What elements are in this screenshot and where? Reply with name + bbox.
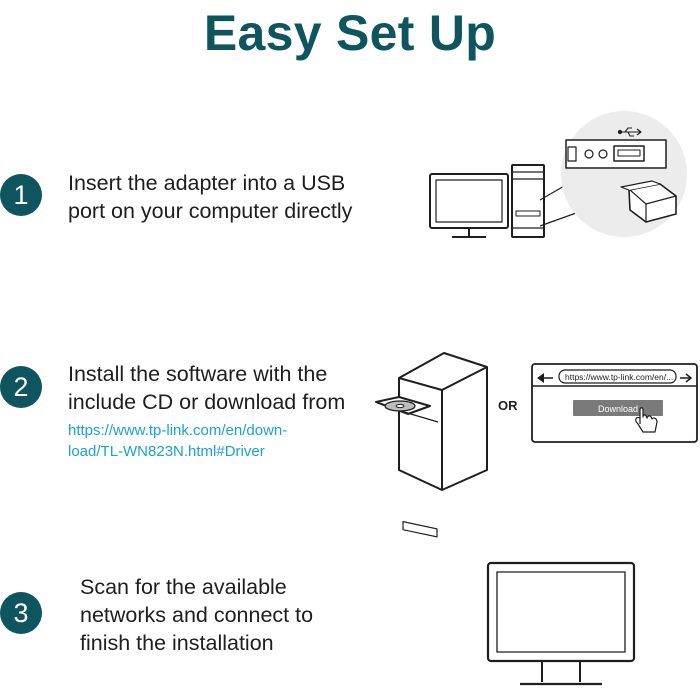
cd-tower-illustration: [375, 352, 488, 538]
hand-cursor-icon: [635, 407, 658, 433]
step-1-text: Insert the adapter into a USB port on yo…: [68, 169, 352, 225]
back-arrow-icon: [537, 373, 553, 383]
step-2-text: Install the software with the include CD…: [68, 360, 345, 416]
driver-link-line-1[interactable]: https://www.tp-link.com/en/down-: [68, 422, 288, 439]
download-label[interactable]: Download: [598, 404, 638, 414]
step-3-number: 3: [0, 592, 42, 634]
step-1-line-1: Insert the adapter into a USB: [68, 171, 346, 195]
usb-icon: [617, 127, 642, 137]
step-1-line-2: port on your computer directly: [68, 199, 353, 223]
forward-arrow-icon: [680, 373, 692, 383]
computer-illustration: [429, 164, 591, 238]
step-3-line-2: networks and connect to: [80, 603, 314, 627]
browser-window: [531, 363, 698, 443]
step-2-line-1: Install the software with the: [68, 362, 328, 386]
step-2-line-2: include CD or download from: [68, 390, 346, 414]
step-3-text: Scan for the available networks and conn…: [80, 573, 313, 657]
browser-url: https://www.tp-link.com/en/...: [565, 372, 673, 382]
page-title: Easy Set Up: [203, 5, 497, 61]
or-label: OR: [498, 398, 518, 413]
step-3-line-1: Scan for the available: [80, 575, 287, 599]
driver-link-line-2[interactable]: load/TL-WN823N.html#Driver: [68, 443, 265, 460]
step-2-number: 2: [0, 366, 42, 408]
monitor-illustration: [486, 561, 636, 686]
usb-zoom-inset: [561, 111, 687, 237]
step-3-line-3: finish the installation: [80, 631, 274, 655]
step-1-number: 1: [0, 174, 42, 216]
driver-download-link[interactable]: https://www.tp-link.com/en/down- load/TL…: [68, 420, 287, 462]
